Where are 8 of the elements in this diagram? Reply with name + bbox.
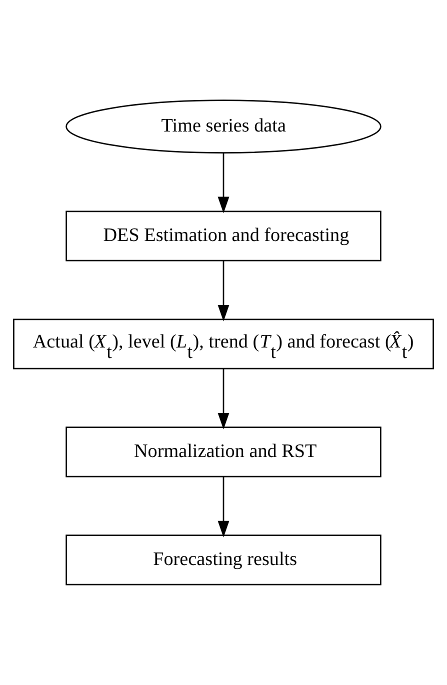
node-ellipse: Time series data <box>66 100 382 154</box>
arrow <box>218 476 230 538</box>
arrow <box>218 260 230 322</box>
node-box: Normalization and RST <box>66 426 382 478</box>
arrow <box>218 368 230 430</box>
node-box: DES Estimation and forecasting <box>66 210 382 262</box>
node-box: Forecasting results <box>66 534 382 586</box>
arrow <box>218 152 230 214</box>
